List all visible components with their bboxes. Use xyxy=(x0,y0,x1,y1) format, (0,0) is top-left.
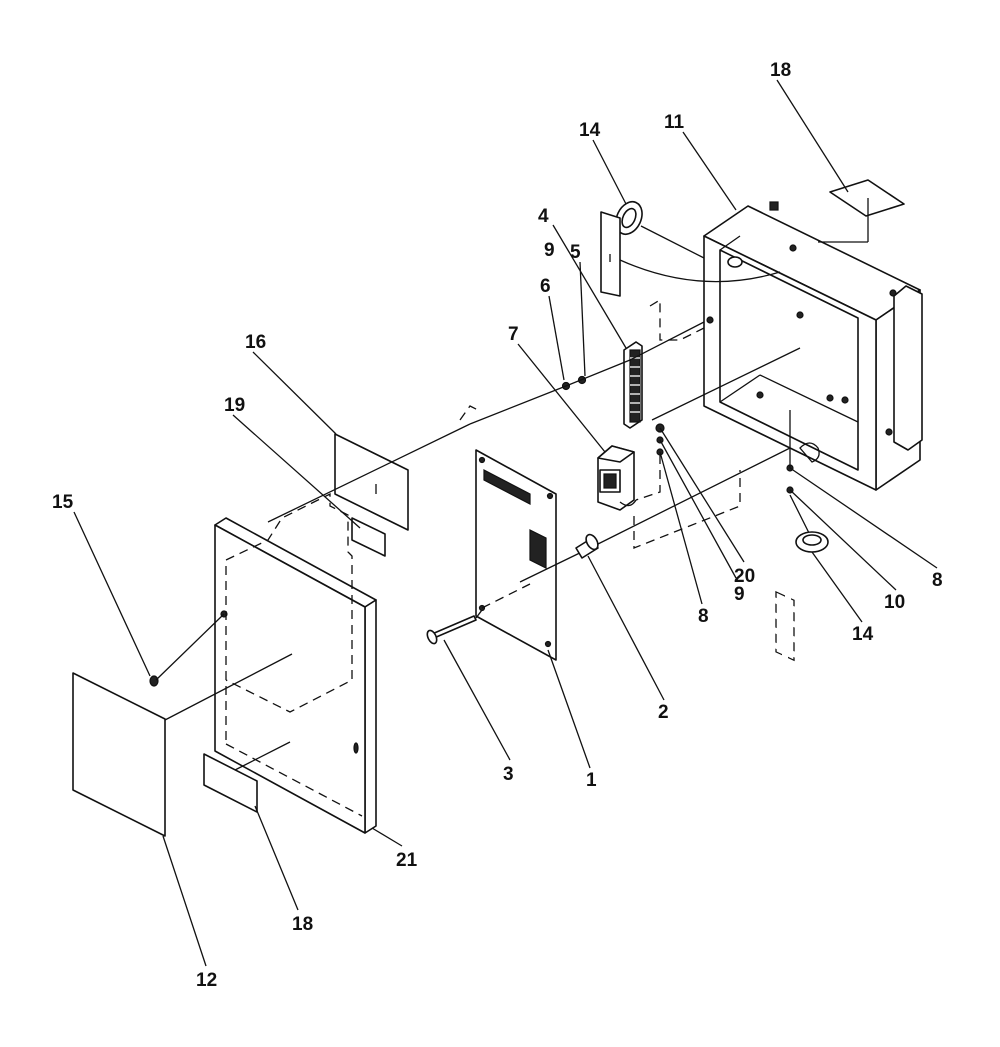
callout-7: 7 xyxy=(508,324,519,345)
callout-21-number: 21 xyxy=(396,850,418,871)
callout-1: 1 xyxy=(586,770,597,791)
box-top-tab xyxy=(769,201,779,211)
part-14-grommet-bottom xyxy=(795,531,829,553)
callout-3: 3 xyxy=(503,764,514,785)
part-3-bolt xyxy=(426,615,477,645)
part-1-circuit-board xyxy=(475,449,591,661)
callout-19: 19 xyxy=(224,395,245,416)
part-7-transformer xyxy=(597,445,637,511)
callout-8-center: 8 xyxy=(698,606,709,627)
callout-20: 20 xyxy=(734,566,755,587)
callout-labels: 18 11 14 4 5 6 9 7 16 19 15 20 9 8 8 10 … xyxy=(52,60,943,991)
callout-9-upper: 9 xyxy=(544,240,555,261)
box-knockout xyxy=(727,256,743,268)
part-5-terminal-strip xyxy=(623,341,643,429)
callout-11: 11 xyxy=(664,112,685,133)
part-16-cover-sheet xyxy=(334,433,409,531)
part-14-grommet-top xyxy=(615,200,705,259)
part-11-enclosure-box xyxy=(703,201,923,662)
callout-16: 16 xyxy=(245,332,266,353)
callout-14-top: 14 xyxy=(579,120,601,141)
callout-9-center: 9 xyxy=(734,584,745,605)
callout-2: 2 xyxy=(658,702,669,723)
part-18-label-top xyxy=(818,179,905,243)
part-12-label-sheet xyxy=(72,653,293,837)
part-4-label-strip xyxy=(600,211,781,297)
callout-15: 15 xyxy=(52,492,74,513)
callout-14-bottom: 14 xyxy=(852,624,874,645)
part-2-standoff xyxy=(575,447,791,559)
callout-10: 10 xyxy=(884,592,905,613)
callout-6: 6 xyxy=(540,276,551,297)
callout-8-right: 8 xyxy=(932,570,943,591)
callout-18-bottom: 18 xyxy=(292,914,313,935)
part-15-screw xyxy=(149,613,225,687)
callout-4: 4 xyxy=(538,206,549,227)
callout-18-top: 18 xyxy=(770,60,791,81)
part-19-small-label xyxy=(351,517,386,557)
callout-5: 5 xyxy=(570,242,581,263)
callout-12: 12 xyxy=(196,970,217,991)
